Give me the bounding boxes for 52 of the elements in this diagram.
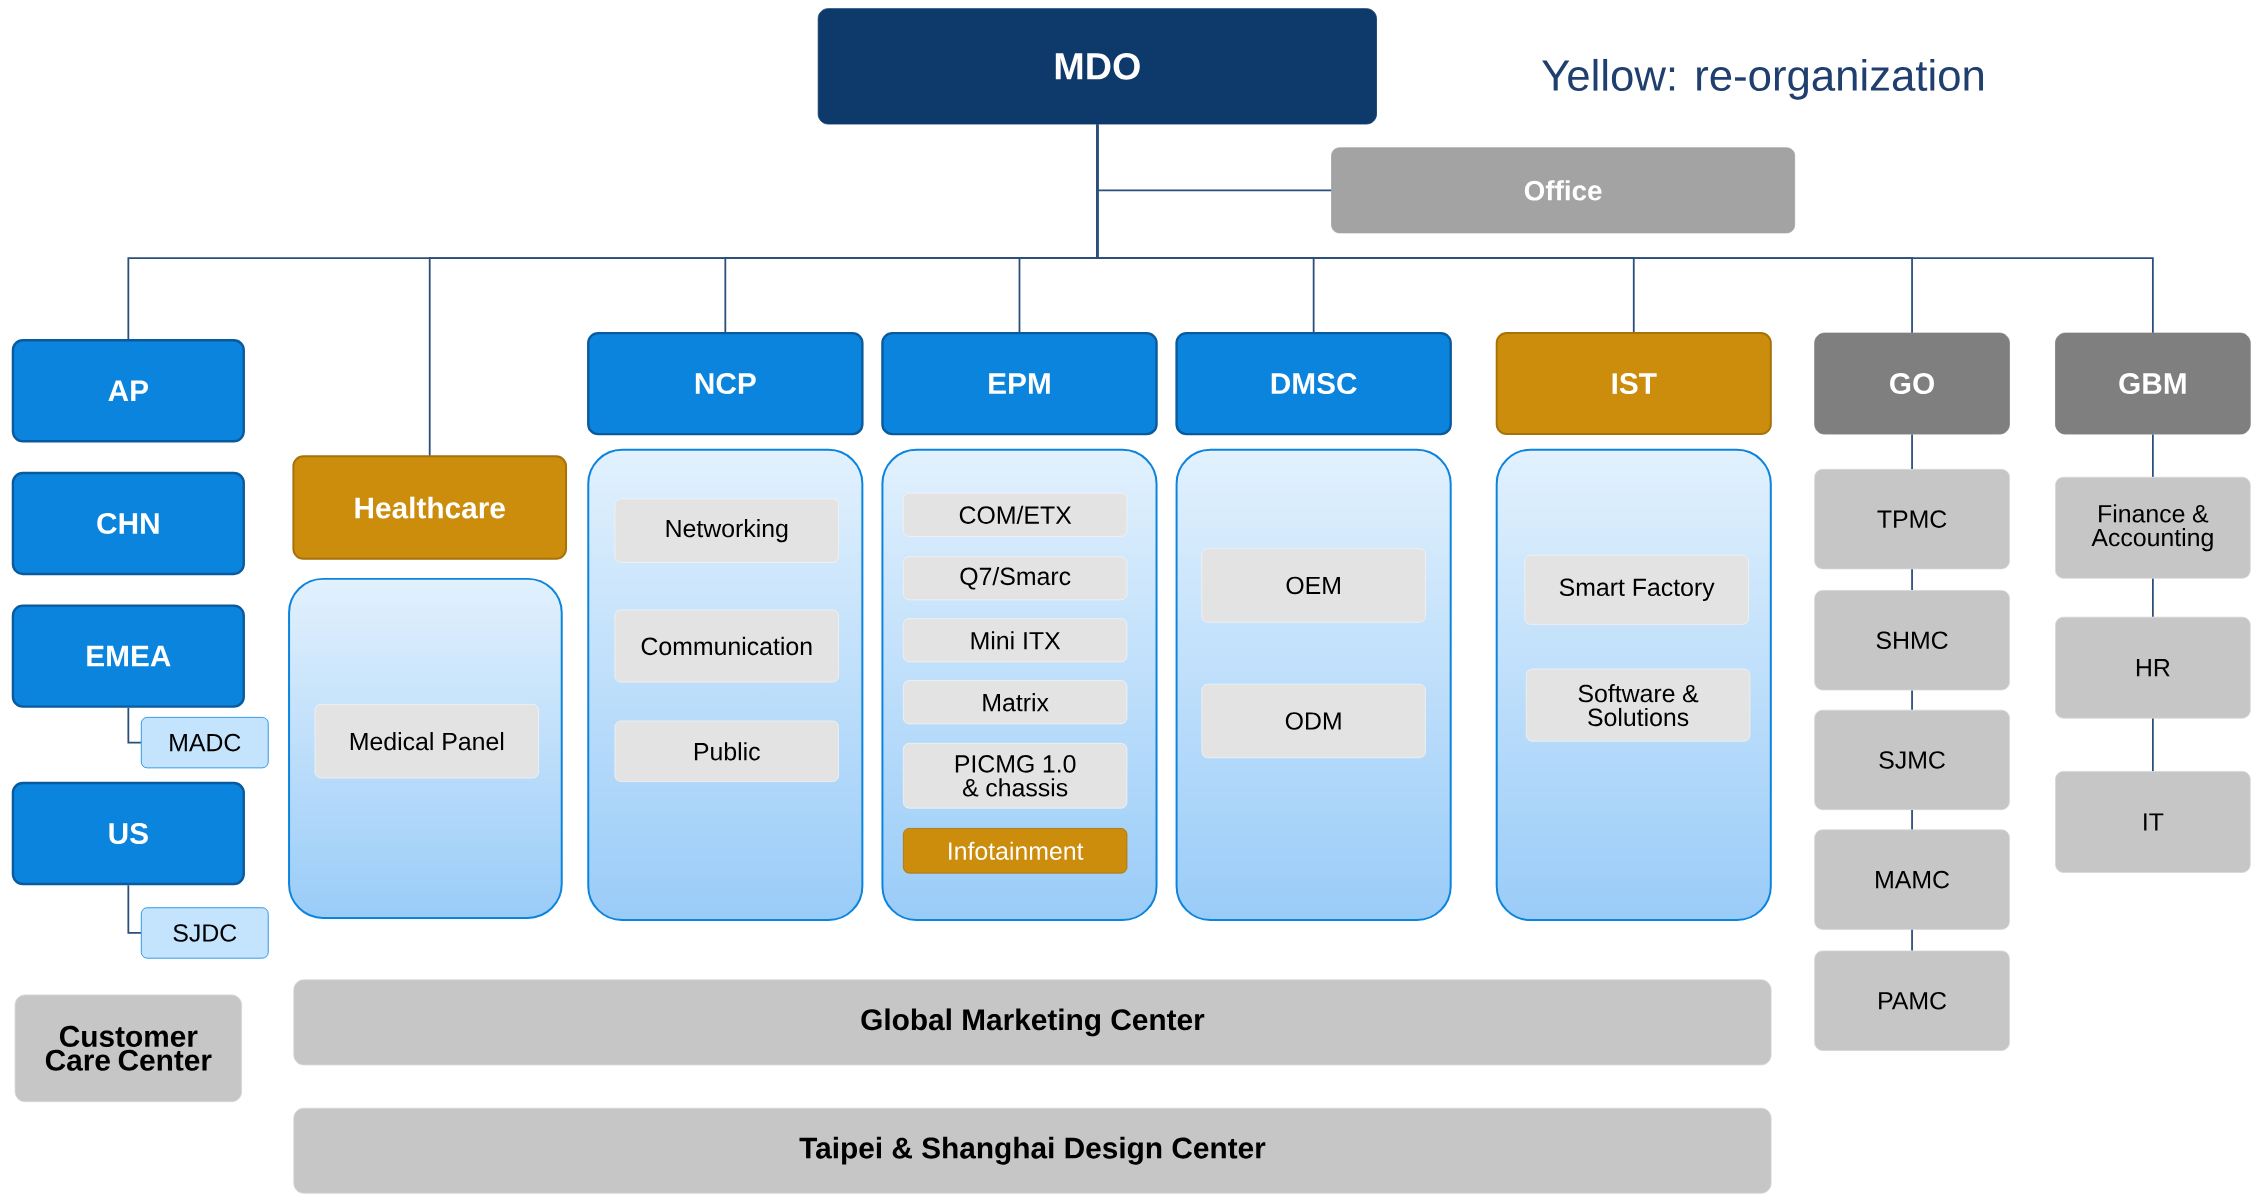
unit-box: Infotainment <box>902 828 1128 874</box>
connector-line <box>127 706 142 744</box>
unit-box: Smart Factory <box>1524 554 1749 625</box>
legend-note: Yellow: re-organization <box>1542 59 1983 100</box>
unit-box: Medical Panel <box>314 704 540 779</box>
unit-box: Mini ITX <box>902 618 1128 663</box>
unit-box: HR <box>2055 616 2251 719</box>
connector-line <box>127 884 142 934</box>
unit-box: OEM <box>1201 548 1426 623</box>
unit-box: MADC <box>140 717 269 769</box>
unit-box: Software & Solutions <box>1525 668 1751 742</box>
connector-line <box>1911 568 1913 592</box>
unit-box: Finance & Accounting <box>2055 476 2251 579</box>
connector-line <box>1911 689 1913 711</box>
department-box: NCP <box>587 331 864 436</box>
department-box: AP <box>11 339 245 443</box>
department-box: GO <box>1814 332 2010 435</box>
department-box: CHN <box>11 471 245 576</box>
unit-box: MAMC <box>1814 829 2010 930</box>
unit-box: Matrix <box>902 680 1128 725</box>
department-box: US <box>11 781 245 886</box>
department-box: GBM <box>2055 332 2251 435</box>
unit-box: PICMG 1.0 & chassis <box>902 743 1128 809</box>
connector-line <box>1096 123 2154 334</box>
unit-box: IT <box>2055 771 2251 873</box>
department-box: Healthcare <box>292 455 568 560</box>
connector-line <box>2151 577 2154 618</box>
unit-box: TPMC <box>1814 469 2010 570</box>
unit-box: SJMC <box>1814 709 2010 811</box>
unit-box: COM/ETX <box>902 492 1128 537</box>
connector-line <box>1911 433 1913 470</box>
unit-box: ODM <box>1201 683 1426 759</box>
department-box: EPM <box>881 331 1158 436</box>
unit-box: SJDC <box>140 907 269 959</box>
unit-box: SHMC <box>1814 590 2010 691</box>
center-box: Customer Care Center <box>14 994 242 1103</box>
center-band: Global Marketing Center <box>293 979 1772 1066</box>
office-box: Office <box>1331 147 1796 234</box>
connector-line <box>1911 928 1913 952</box>
connector-line <box>2151 433 2154 478</box>
unit-box: Networking <box>614 498 839 563</box>
unit-box: PAMC <box>1814 950 2010 1051</box>
connector-line <box>2151 717 2154 772</box>
department-box: DMSC <box>1175 331 1452 436</box>
unit-box: Communication <box>614 609 839 683</box>
unit-box: Public <box>614 720 839 783</box>
center-band: Taipei & Shanghai Design Center <box>293 1107 1772 1194</box>
connector-line <box>1911 809 1913 831</box>
department-box: IST <box>1495 332 1772 436</box>
root-box: MDO <box>817 8 1377 125</box>
unit-box: Q7/Smarc <box>902 556 1128 601</box>
department-box: EMEA <box>11 604 245 708</box>
